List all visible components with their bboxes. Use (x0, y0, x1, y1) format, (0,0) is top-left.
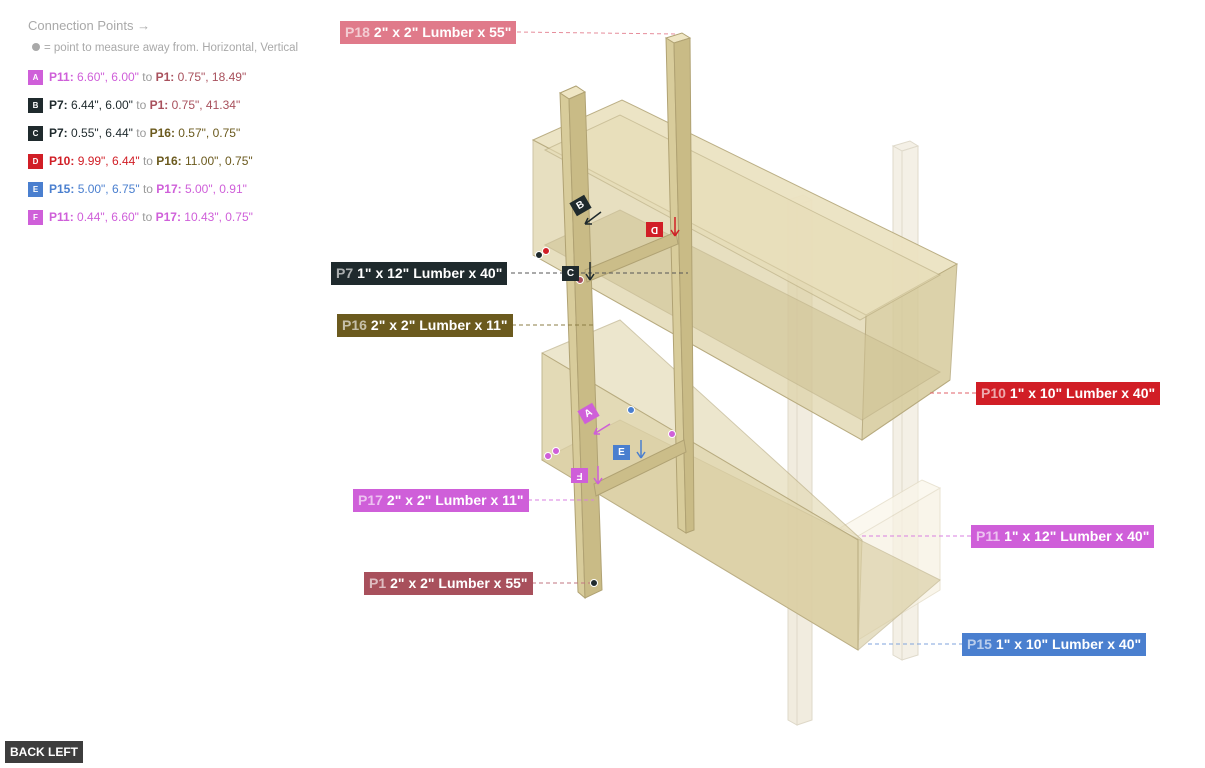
connection-row-a[interactable]: A P11: 6.60", 6.00" to P1: 0.75", 18.49" (28, 69, 246, 85)
to-part: P17: (155, 210, 181, 224)
marker-e[interactable]: E (613, 445, 630, 460)
from-part: P10: (49, 154, 75, 168)
part-id: P7 (336, 265, 354, 281)
from-value: 6.44", 6.00" (67, 98, 137, 112)
connection-badge: D (28, 154, 43, 169)
legend-text: = point to measure away from. Horizontal… (44, 42, 299, 54)
part-desc: 1" x 12" Lumber x 40" (357, 265, 503, 281)
connection-row-e[interactable]: E P15: 5.00", 6.75" to P17: 5.00", 0.91" (28, 181, 247, 197)
part-id: P15 (967, 636, 992, 652)
connection-row-c[interactable]: C P7: 0.55", 6.44" to P16: 0.57", 0.75" (28, 125, 240, 141)
part-desc: 2" x 2" Lumber x 11" (386, 492, 524, 508)
to-word: to (142, 182, 157, 196)
connection-points-panel: Connection Points → = point to measure a… (28, 17, 328, 56)
connection-row-d[interactable]: D P10: 9.99", 6.44" to P16: 11.00", 0.75" (28, 153, 253, 169)
upper-shelf-box (531, 99, 959, 441)
connection-dots (535, 247, 676, 587)
from-part: P11: (49, 210, 74, 224)
part-desc: 1" x 10" Lumber x 40" (995, 636, 1142, 652)
from-value: 0.44", 6.60" (73, 210, 143, 224)
from-value: 6.60", 6.00" (73, 70, 143, 84)
to-part: P1: (155, 70, 175, 84)
to-part: P16: (149, 126, 175, 140)
leader-lines (511, 31, 976, 645)
to-value: 5.00", 0.91" (181, 182, 247, 196)
part-desc: 2" x 2" Lumber x 55" (390, 575, 528, 591)
to-value: 10.43", 0.75" (180, 210, 253, 224)
part-id: P1 (369, 575, 387, 591)
part-desc: 2" x 2" Lumber x 55" (373, 24, 512, 40)
to-word: to (136, 126, 150, 140)
part-id: P17 (358, 492, 383, 508)
connection-badge: B (28, 98, 43, 113)
to-value: 0.75", 41.34" (168, 98, 241, 112)
marker-d[interactable]: D (646, 222, 663, 237)
to-word: to (142, 154, 157, 168)
connection-row-b[interactable]: B P7: 6.44", 6.00" to P1: 0.75", 41.34" (28, 97, 240, 113)
part-desc: 1" x 12" Lumber x 40" (1004, 528, 1150, 544)
to-value: 0.75", 18.49" (174, 70, 247, 84)
panel-title[interactable]: Connection Points → (28, 18, 151, 33)
panel-legend: = point to measure away from. Horizontal… (28, 40, 328, 56)
part-id: P11 (976, 528, 1001, 544)
part-desc: 1" x 10" Lumber x 40" (1009, 385, 1156, 401)
connection-row-f[interactable]: F P11: 0.44", 6.60" to P17: 10.43", 0.75" (28, 209, 253, 225)
from-part: P15: (49, 182, 75, 196)
part-id: P18 (345, 24, 370, 40)
connection-badge: A (28, 70, 43, 85)
connection-badge: F (28, 210, 43, 225)
marker-f[interactable]: F (571, 468, 588, 483)
part-id: P10 (981, 385, 1006, 401)
connection-badge: C (28, 126, 43, 141)
to-part: P17: (156, 182, 182, 196)
rail-p16 (584, 231, 679, 283)
from-part: P11: (49, 70, 74, 84)
legend-dot-icon (32, 43, 40, 52)
marker-c[interactable]: C (562, 266, 579, 281)
rail-p17 (593, 439, 687, 497)
part-desc: 2" x 2" Lumber x 11" (370, 317, 508, 333)
connection-badge: E (28, 182, 43, 197)
rear-post-p18 (664, 32, 695, 534)
back-left-button[interactable]: BACK LEFT (5, 741, 83, 763)
marker-arrows (584, 211, 680, 485)
to-word: to (142, 210, 156, 224)
from-part: P7: (49, 98, 68, 112)
part-id: P16 (342, 317, 367, 333)
to-part: P16: (156, 154, 182, 168)
to-word: to (136, 98, 150, 112)
to-value: 0.57", 0.75" (174, 126, 241, 140)
from-part: P7: (49, 126, 68, 140)
from-value: 5.00", 6.75" (74, 182, 143, 196)
to-part: P1: (149, 98, 169, 112)
to-value: 11.00", 0.75" (181, 154, 253, 168)
to-word: to (142, 70, 156, 84)
from-value: 9.99", 6.44" (74, 154, 143, 168)
from-value: 0.55", 6.44" (67, 126, 137, 140)
